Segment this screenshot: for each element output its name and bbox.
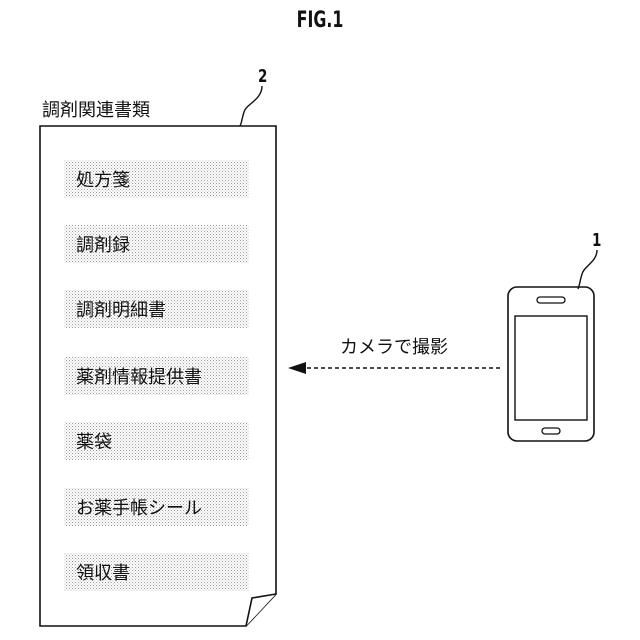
phone-home-button (542, 428, 560, 434)
document-item-label: 調剤録 (76, 231, 130, 257)
smartphone-icon (508, 287, 594, 441)
document-item: 薬剤情報提供書 (64, 357, 249, 395)
ref-number-document: 2 (258, 66, 267, 87)
document-item: 調剤録 (64, 225, 249, 263)
figure-title: FIG.1 (90, 8, 551, 33)
document-item: 薬袋 (64, 422, 249, 460)
document-item-label: 処方箋 (76, 166, 130, 192)
camera-arrow (288, 362, 500, 374)
document-item-label: 薬袋 (76, 428, 112, 454)
document-label: 調剤関連書類 (42, 96, 150, 122)
document-item: 処方箋 (64, 160, 249, 198)
ref-number-smartphone: 1 (592, 230, 601, 251)
phone-speaker (537, 297, 565, 303)
document-item-label: 薬剤情報提供書 (76, 363, 202, 389)
document-item: お薬手帳シール (64, 488, 249, 526)
phone-screen (515, 316, 587, 420)
arrow-label: カメラで撮影 (340, 333, 448, 359)
document-item-label: 領収書 (76, 559, 130, 585)
ref-2-leader (240, 86, 262, 126)
document-item: 調剤明細書 (64, 290, 249, 328)
ref-1-leader (578, 250, 597, 289)
document-item-label: 調剤明細書 (76, 296, 166, 322)
document-item-label: お薬手帳シール (76, 494, 202, 520)
document-item: 領収書 (64, 553, 249, 591)
